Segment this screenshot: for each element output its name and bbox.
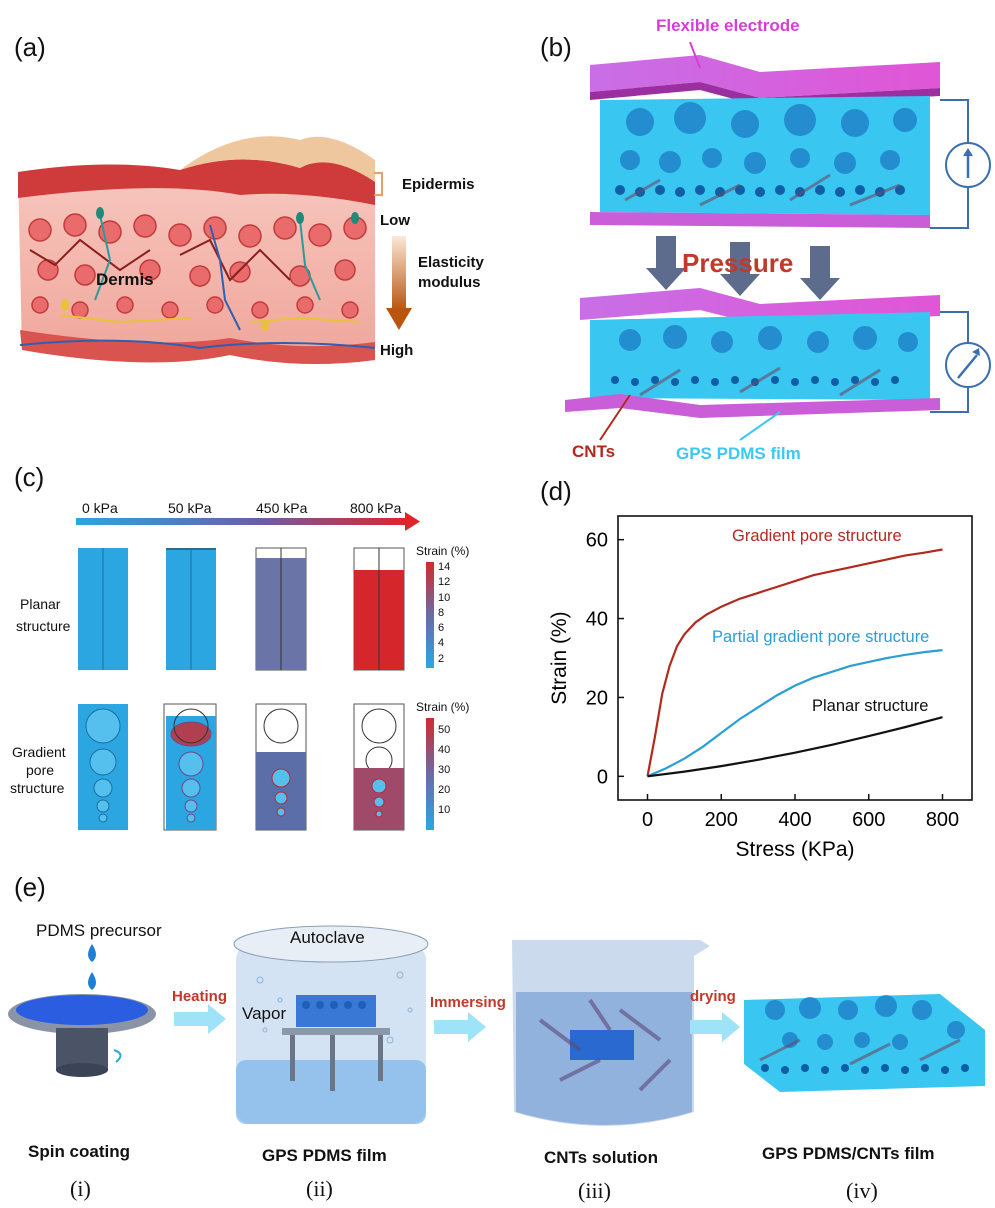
strain-scale-2-title: Strain (%) [416, 700, 470, 714]
panel-b-label: (b) [540, 32, 572, 62]
step-title-gps-pdms-cnts-film: GPS PDMS/CNTs film [762, 1144, 935, 1163]
panel-e-label: (e) [14, 872, 46, 902]
x-tick-label: 800 [926, 809, 959, 831]
strain-scale-2-ticks: 50 40 30 20 10 [438, 720, 450, 820]
step-title-spin-coating: Spin coating [28, 1142, 130, 1161]
x-tick-label: 0 [642, 809, 653, 831]
step-title-gps-pdms-film: GPS PDMS film [262, 1146, 387, 1165]
immersing-label: Immersing [430, 994, 506, 1011]
series-label: Planar structure [812, 697, 928, 715]
y-tick-label: 40 [586, 609, 608, 631]
scale-1-tick: 8 [438, 606, 445, 619]
strain-scale-1-ticks: 14 12 10 8 6 4 2 [438, 560, 450, 667]
gradient-row-label-1: Gradient [12, 744, 66, 760]
step-roman-iv: (iv) [846, 1178, 878, 1203]
panel-c-label: (c) [14, 462, 45, 492]
pressure-label-50: 50 kPa [168, 500, 212, 516]
panel-d-label: (d) [540, 476, 572, 506]
autoclave-label: Autoclave [290, 928, 365, 947]
panel-a-label: (a) [14, 32, 46, 62]
pressure-label: Pressure [682, 248, 794, 278]
scale-1-tick: 14 [438, 561, 451, 573]
vapor-label: Vapor [242, 1004, 287, 1023]
scale-1-tick: 12 [438, 576, 451, 589]
scale-1-tick: 10 [438, 591, 451, 604]
pressure-label-0: 0 kPa [82, 500, 118, 516]
strain-scale-1-title: Strain (%) [416, 544, 470, 558]
series-line-planar [647, 716, 943, 778]
flexible-electrode-label: Flexible electrode [656, 16, 800, 35]
x-tick-label: 400 [778, 809, 811, 831]
elasticity-label: Elasticity [418, 254, 484, 271]
low-label: Low [380, 212, 410, 229]
step-roman-ii: (ii) [306, 1176, 333, 1201]
scale-1-tick: 2 [438, 652, 445, 665]
y-tick-label: 20 [586, 687, 608, 709]
y-tick-label: 60 [586, 530, 608, 552]
x-tick-label: 600 [852, 809, 885, 831]
step-roman-i: (i) [70, 1176, 91, 1201]
planar-row-label-2: structure [16, 618, 71, 634]
series-label: Gradient pore structure [732, 527, 902, 545]
pdms-precursor-label: PDMS precursor [36, 921, 162, 940]
scale-2-tick: 40 [438, 744, 451, 756]
modulus-label: modulus [418, 274, 481, 291]
series-label: Partial gradient pore structure [712, 628, 929, 646]
scale-1-tick: 4 [438, 637, 445, 650]
step-title-cnts-solution: CNTs solution [544, 1148, 658, 1167]
step-roman-iii: (iii) [578, 1178, 611, 1203]
scale-2-tick: 50 [438, 724, 451, 736]
y-axis-label: Strain (%) [548, 611, 571, 704]
pressure-label-450: 450 kPa [256, 500, 308, 516]
y-tick-label: 0 [597, 766, 608, 788]
series-line-partial [647, 649, 943, 778]
pressure-label-800: 800 kPa [350, 500, 402, 516]
x-axis-label: Stress (KPa) [735, 838, 854, 861]
heating-label: Heating [172, 988, 228, 1005]
high-label: High [380, 342, 414, 359]
scale-2-tick: 30 [438, 764, 451, 776]
planar-row-label-1: Planar [20, 596, 61, 612]
scale-2-tick: 20 [438, 784, 451, 796]
epidermis-label: Epidermis [402, 176, 475, 193]
series-line-gradient [646, 548, 943, 777]
gradient-row-label-2: pore [26, 762, 55, 778]
scale-2-tick: 10 [438, 804, 451, 816]
gradient-row-label-3: structure [10, 780, 65, 796]
cnts-label: CNTs [572, 442, 616, 461]
x-tick-label: 200 [705, 809, 738, 831]
gps-film-label: GPS PDMS film [676, 444, 801, 463]
dermis-label: Dermis [96, 270, 154, 289]
scale-1-tick: 6 [438, 622, 445, 635]
drying-label: drying [690, 988, 736, 1005]
